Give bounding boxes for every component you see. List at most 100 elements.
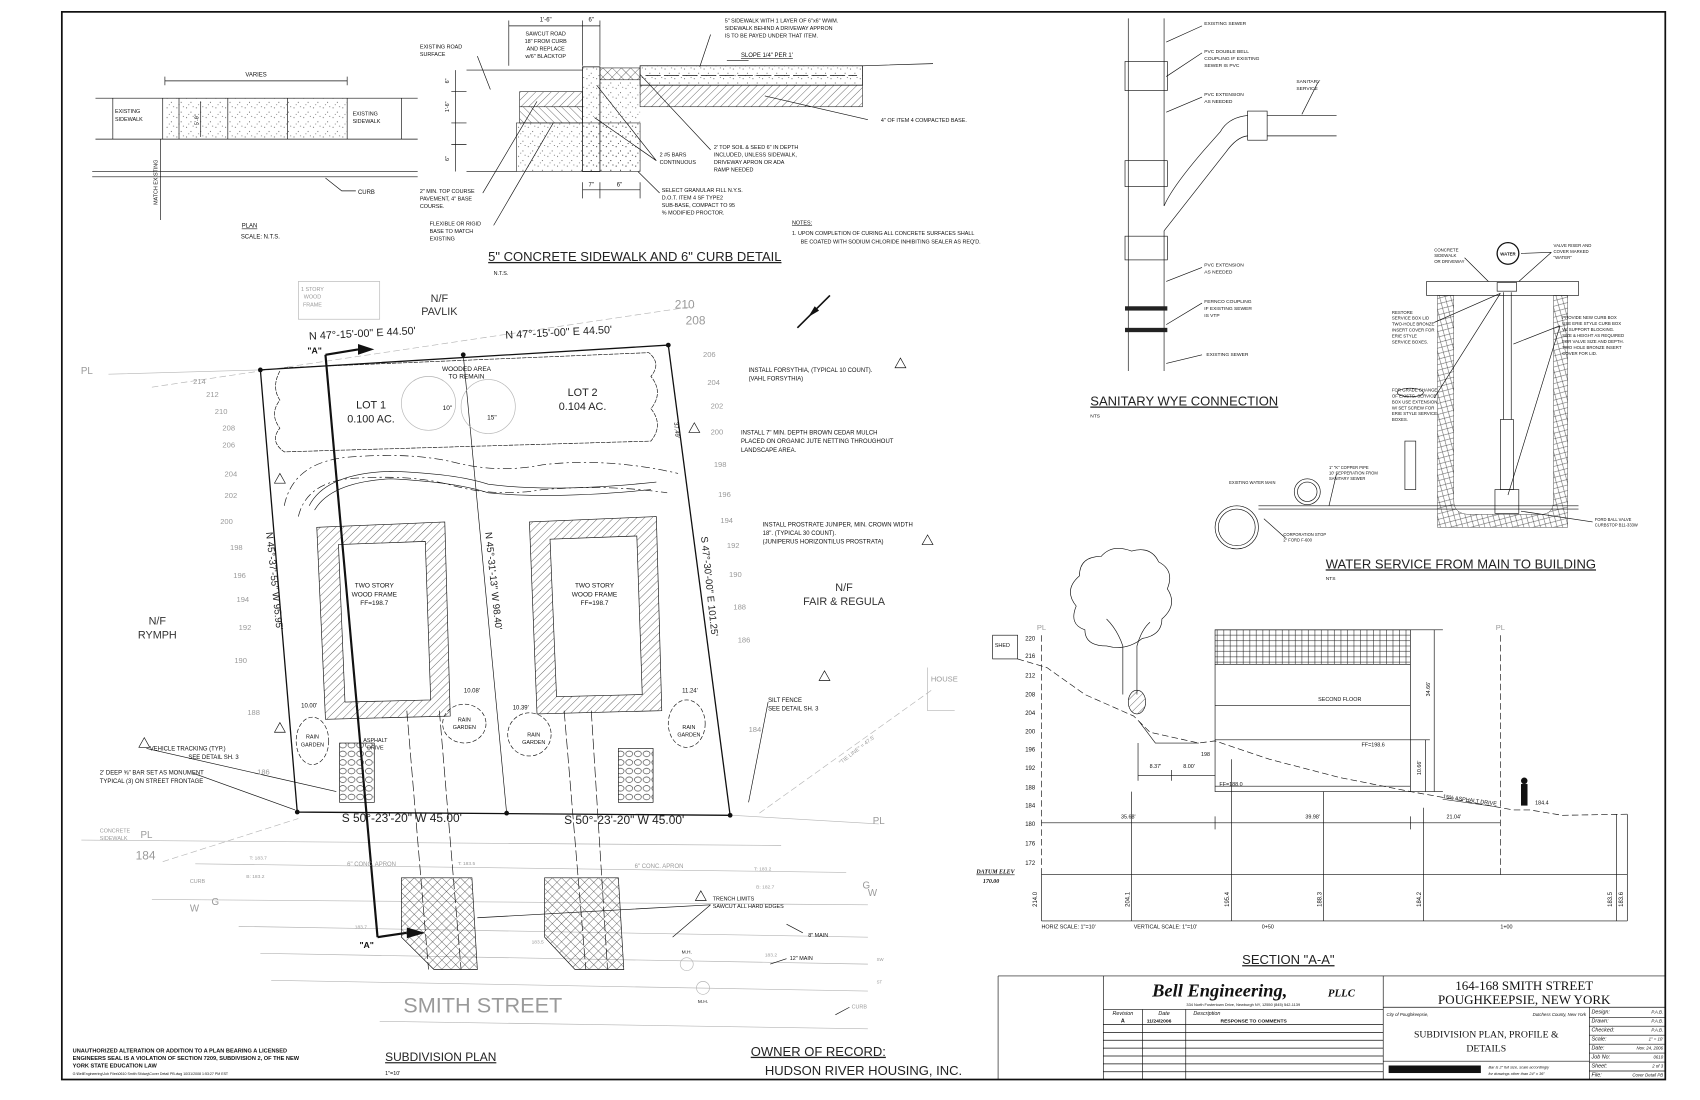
plan-contours-left-0-text: 214 xyxy=(193,377,206,386)
section-arrow-icon xyxy=(358,344,375,355)
plan-bearing-bot-2-text: S 50°-23'-20" W 45.00' xyxy=(564,813,684,827)
water-service-corp-stop-0-text: CORPORATION STOP xyxy=(1283,532,1326,537)
curb-detail-dim-side-1-text: 6" xyxy=(445,78,451,83)
plan-rain-garden-1-text: GARDEN xyxy=(453,725,476,731)
plan-house-0-text: TWO STORY xyxy=(355,583,395,590)
north-arrow-icon xyxy=(796,294,831,329)
section-stations-5-text: 183.5 xyxy=(1608,891,1614,907)
section-elevations-9-text: 184 xyxy=(1025,804,1036,810)
plan-mh-text: M.H. xyxy=(698,999,708,1005)
plan-monument-1-text: TYPICAL (3) ON STREET FRONTAGE xyxy=(100,779,203,785)
sanitary-wye-extension-2-0-text: PVC EXTENSION xyxy=(1204,262,1244,268)
plan-bearing-mid-text: N 45°-31'-13" W 98.40' xyxy=(482,532,503,631)
plan-apron-text: 6" CONC. APRON xyxy=(635,864,684,870)
plan-utility-1-text: W xyxy=(190,903,200,914)
plan-contours-right-13-text: 184 xyxy=(749,725,762,734)
plan-pavlik-0-text: N/F xyxy=(431,293,449,305)
plan-spots-3-text: T: 183.2 xyxy=(754,866,772,872)
section-horiz-scale-text: HORIZ SCALE: 1"=10' xyxy=(1041,925,1095,931)
water-service-restore-5-text: SERVICE BOXES. xyxy=(1392,339,1428,344)
title-block-rev-headers-1-text: Date xyxy=(1158,1011,1169,1017)
water-service-grade-change-2-text: BOX USE EXTENSION xyxy=(1392,399,1437,404)
plan-contours-left-6-text: 202 xyxy=(225,491,238,500)
title-block-info-7-label-text: File: xyxy=(1592,1072,1603,1078)
plan-contours-right-1-text: 208 xyxy=(686,314,706,328)
plan-contours-left-8-text: 198 xyxy=(230,543,243,552)
plan-mulch-0-text: INSTALL 7" MIN. DEPTH BROWN CEDAR MULCH xyxy=(741,431,877,437)
revision-delta-icon xyxy=(921,534,934,545)
section-a-a xyxy=(992,547,1628,922)
water-service-grade-change-4-text: ERIE STYLE SERVICE xyxy=(1392,411,1437,416)
water-service-water-main-text: EXISTING WATER MAIN xyxy=(1229,480,1275,485)
curb-detail-top-soil-1-text: INCLUDED, UNLESS SIDEWALK, xyxy=(714,152,798,158)
plan-contours-left-15-text: 184 xyxy=(136,849,156,863)
plan-utility-4-text: SW xyxy=(877,957,885,962)
title-block-revisions-0-date-text: 11/24/2006 xyxy=(1147,1018,1172,1024)
curb-detail-dim-top-1-text: 1'-6" xyxy=(540,18,552,24)
revision-delta-icon xyxy=(688,422,701,433)
curb-detail-top-soil-0-text: 2' TOP SOIL & SEED 6" IN DEPTH xyxy=(714,145,799,151)
plan-bearing-right-text: S 47°-30'-00" E 101.25' xyxy=(698,536,720,637)
water-service-concrete-2-text: OR DRIVEWAY xyxy=(1434,259,1464,264)
water-service-detail xyxy=(1214,241,1593,550)
plan-contours-left-14-text: 186 xyxy=(257,767,270,776)
section-elevations-8-text: 188 xyxy=(1025,785,1036,791)
plan-spots-0-text: T: 183.7 xyxy=(250,856,268,862)
revision-delta-icon xyxy=(694,890,707,901)
revision-delta-icon xyxy=(894,357,907,369)
water-service-curb-box-1-text: USE ERIE STYLE CURB BOX xyxy=(1562,321,1621,326)
plan-monument-0-text: 2' DEEP ⅝" BAR SET AS MONUMENT xyxy=(100,770,204,776)
water-service-curb-box-0-text: PROVIDE NEW CURB BOX xyxy=(1562,315,1617,320)
plan-utility-5-text: ST xyxy=(877,980,883,985)
curb-detail-flexible-base-2-text: EXISTING xyxy=(430,237,455,243)
water-service-grade-change-0-text: FOR GRADE CHANGE xyxy=(1392,387,1438,392)
plan-spots-6-text: 183.5 xyxy=(532,940,544,946)
plan-mulch-2-text: LANDSCAPE AREA. xyxy=(741,448,797,454)
plan-bearing-left-text: N 45°-37'-55" W 95.95' xyxy=(263,532,284,631)
section-pl-text: PL xyxy=(1037,623,1046,632)
section-datum-0-text: DATUM ELEV xyxy=(975,870,1015,876)
curb-detail-dim-top-2-text: 6" xyxy=(589,18,594,24)
sidewalk-plan-match-existing-text: MATCH EXISTING xyxy=(153,160,159,205)
curb-detail-dim-side-2-text: 1'-6" xyxy=(445,101,451,112)
curb-detail-dim-side-3-text: 6" xyxy=(445,156,451,161)
title-block-info-3-value-text: 1" = 10' xyxy=(1649,1037,1664,1042)
plan-juniper-1-text: 18". (TYPICAL 30 COUNT). xyxy=(763,531,837,537)
plan-house-nb-text: HOUSE xyxy=(931,675,958,684)
plan-curb-left-text: CURB xyxy=(190,879,206,885)
curb-detail-top-course-0-text: 2" MIN. TOP COURSE xyxy=(420,189,475,195)
curb-detail-sawcut-3-text: w/6" BLACKTOP xyxy=(524,54,566,60)
section-height-lower-text: 10.66' xyxy=(1417,761,1423,775)
curb-detail-scale-text: N.T.S. xyxy=(494,271,509,277)
plan-house2-1-text: WOOD FRAME xyxy=(572,591,618,598)
section-pl-text: PL xyxy=(1496,623,1505,632)
water-service-valve-riser-0-text: VALVE RISER AND xyxy=(1554,243,1592,248)
section-second-floor-text: SECOND FLOOR xyxy=(1318,697,1361,703)
section-elevations-10-text: 180 xyxy=(1025,822,1036,828)
plan-scale-text: 1"=10' xyxy=(385,1071,400,1077)
plan-forsythia-0-text: INSTALL FORSYTHIA, (TYPICAL 10 COUNT). xyxy=(749,368,873,374)
plan-rain-garden-1-text: GARDEN xyxy=(522,740,545,746)
plan-rain-garden-1-text: GARDEN xyxy=(677,733,700,739)
curb-detail xyxy=(451,20,934,226)
curb-detail-top-course-1-text: PAVEMENT, 4" BASE xyxy=(420,197,473,203)
section-ff-upper-text: FF=198.6 xyxy=(1362,742,1385,748)
warning-lines-2-text: YORK STATE EDUCATION LAW xyxy=(73,1064,158,1070)
section-elevations-0-text: 220 xyxy=(1025,637,1036,643)
curb-detail-notes-heading-text: NOTES: xyxy=(792,220,812,226)
plan-house2-0-text: TWO STORY xyxy=(575,583,615,590)
plan-rain-garden-0-text: RAIN xyxy=(527,733,540,739)
plan-apron-text: 6" CONC. APRON xyxy=(347,862,396,868)
plan-old-frame-2-text: FRAME xyxy=(303,302,322,308)
curb-detail-flexible-base-1-text: BASE TO MATCH xyxy=(430,229,474,235)
plan-lot2-0-text: LOT 2 xyxy=(568,387,598,399)
curb-detail-compacted-base-text: 4" OF ITEM 4 COMPACTED BASE. xyxy=(881,118,967,124)
water-service-restore-0-text: RESTORE xyxy=(1392,310,1413,315)
plan-contours-right-8-text: 194 xyxy=(720,516,733,525)
title-block-project-1-text: POUGHKEEPSIE, NEW YORK xyxy=(1438,992,1611,1007)
plan-lot1-0-text: LOT 1 xyxy=(356,400,386,412)
section-spot-1844-text: 184.4 xyxy=(1535,801,1549,807)
water-service-curb-box-5-text: TWO HOLE BRONZE INSERT xyxy=(1562,345,1622,350)
plan-contours-left-9-text: 196 xyxy=(233,571,246,580)
water-service-concrete-1-text: SIDEWALK xyxy=(1434,253,1456,258)
